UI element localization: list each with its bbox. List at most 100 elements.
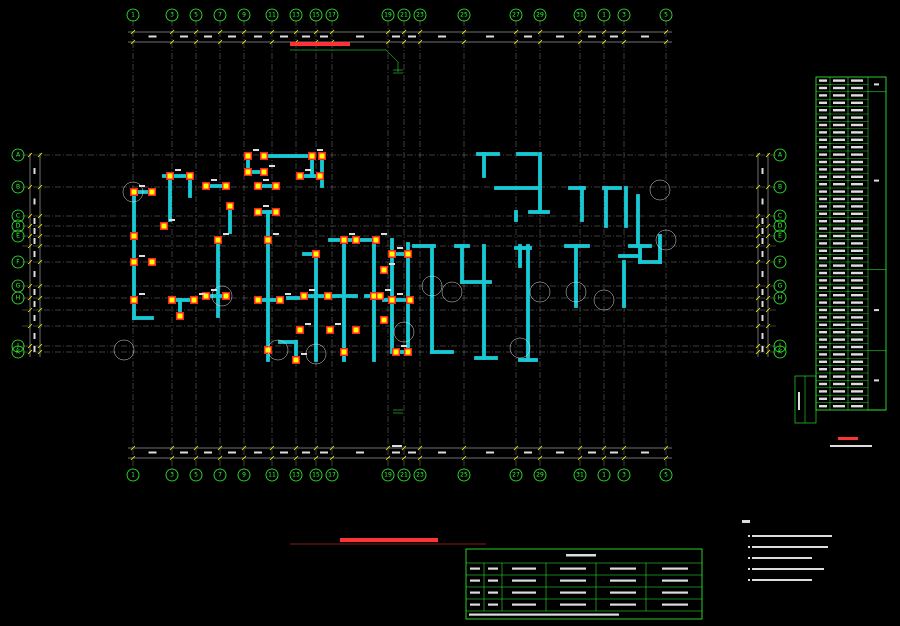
horizontal-gridlines: [22, 154, 776, 353]
svg-text:B: B: [778, 184, 782, 191]
svg-text:5: 5: [194, 12, 198, 19]
axis-bubble-top: 7: [213, 8, 227, 22]
svg-text:9: 9: [242, 12, 246, 19]
dimension-chains: [29, 31, 769, 459]
svg-text:3: 3: [622, 12, 626, 19]
svg-text:13: 13: [292, 12, 300, 19]
axis-bubble-top: 5: [189, 8, 203, 22]
axis-bubble-bottom: 21: [397, 468, 411, 482]
axis-bubble-top: 13: [289, 8, 303, 22]
svg-text:25: 25: [460, 472, 468, 479]
axis-bubble-left: K: [11, 345, 25, 359]
axis-bubble-top: 3: [165, 8, 179, 22]
svg-text:F: F: [778, 259, 782, 266]
axis-bubble-left: H: [11, 291, 25, 305]
axis-bubble-top: 5: [659, 8, 673, 22]
svg-text:31: 31: [576, 12, 584, 19]
axis-bubble-bottom: 3: [617, 468, 631, 482]
svg-text:E: E: [16, 233, 20, 240]
svg-text:D: D: [16, 223, 21, 230]
axis-bubble-right: F: [773, 255, 787, 269]
axis-bubble-bottom: 9: [237, 468, 251, 482]
svg-text:E: E: [778, 233, 782, 240]
svg-text:23: 23: [416, 472, 424, 479]
svg-text:17: 17: [328, 12, 336, 19]
svg-text:A: A: [16, 152, 21, 159]
axis-bubble-right: E: [773, 229, 787, 243]
svg-text:13: 13: [292, 472, 300, 479]
axis-bubble-bottom: 13: [289, 468, 303, 482]
axis-bubble-top: 9: [237, 8, 251, 22]
svg-text:11: 11: [268, 472, 276, 479]
axis-bubble-bottom: 11: [265, 468, 279, 482]
axis-bubble-bottom: 23: [413, 468, 427, 482]
axis-bubble-bottom: 5: [659, 468, 673, 482]
axis-bubbles: 1133557799111113131515171719192121232325…: [11, 8, 787, 482]
axis-bubble-right: D: [773, 219, 787, 233]
top-leader: [290, 49, 403, 414]
svg-text:C: C: [778, 213, 782, 220]
axis-bubble-bottom: 29: [533, 468, 547, 482]
svg-text:K: K: [16, 349, 21, 356]
svg-text:C: C: [16, 213, 20, 220]
svg-text:27: 27: [512, 12, 520, 19]
axis-bubble-bottom: 15: [309, 468, 323, 482]
svg-text:19: 19: [384, 12, 392, 19]
axis-bubble-right: H: [773, 291, 787, 305]
dimension-labels: [33, 35, 764, 454]
axis-bubble-top: 1: [126, 8, 140, 22]
svg-text:29: 29: [536, 12, 544, 19]
svg-text:29: 29: [536, 472, 544, 479]
axis-bubble-bottom: 17: [325, 468, 339, 482]
axis-bubble-top: 17: [325, 8, 339, 22]
axis-bubble-bottom: 1: [126, 468, 140, 482]
axis-bubble-left: A: [11, 148, 25, 162]
svg-text:1: 1: [602, 472, 606, 479]
axis-bubble-left: B: [11, 180, 25, 194]
svg-text:15: 15: [312, 472, 320, 479]
svg-text:H: H: [778, 295, 783, 302]
svg-text:17: 17: [328, 472, 336, 479]
axis-bubble-bottom: 5: [189, 468, 203, 482]
svg-text:7: 7: [218, 12, 222, 19]
svg-text:7: 7: [218, 472, 222, 479]
plan-title-block: [290, 538, 486, 545]
shear-walls: [132, 152, 662, 362]
svg-text:K: K: [778, 349, 783, 356]
axis-bubble-top: 11: [265, 8, 279, 22]
floor-schedule-table: [794, 76, 887, 447]
axis-bubble-top: 29: [533, 8, 547, 22]
svg-text:F: F: [16, 259, 20, 266]
axis-bubble-top: 3: [617, 8, 631, 22]
axis-bubble-top: 21: [397, 8, 411, 22]
wall-columns: [130, 149, 414, 364]
axis-bubble-bottom: 3: [165, 468, 179, 482]
axis-bubble-right: B: [773, 180, 787, 194]
svg-text:5: 5: [664, 472, 668, 479]
svg-text:27: 27: [512, 472, 520, 479]
svg-text:21: 21: [400, 472, 408, 479]
axis-bubble-bottom: 25: [457, 468, 471, 482]
axis-bubble-top: 25: [457, 8, 471, 22]
svg-text:3: 3: [170, 12, 174, 19]
svg-text:5: 5: [664, 12, 668, 19]
svg-text:5: 5: [194, 472, 198, 479]
axis-bubble-right: A: [773, 148, 787, 162]
dimension-ticks: [27, 29, 771, 461]
axis-bubble-left: C: [11, 209, 25, 223]
top-note-text: [290, 42, 350, 46]
svg-text:11: 11: [268, 12, 276, 19]
svg-text:A: A: [778, 152, 783, 159]
svg-text:D: D: [778, 223, 783, 230]
axis-bubble-bottom: 27: [509, 468, 523, 482]
general-notes: [742, 520, 832, 581]
svg-text:9: 9: [242, 472, 246, 479]
svg-text:H: H: [16, 295, 21, 302]
svg-text:1: 1: [131, 12, 135, 19]
axis-bubble-left: F: [11, 255, 25, 269]
svg-text:15: 15: [312, 12, 320, 19]
axis-bubble-right: C: [773, 209, 787, 223]
axis-bubble-bottom: 1: [597, 468, 611, 482]
plan-title: [340, 538, 438, 542]
